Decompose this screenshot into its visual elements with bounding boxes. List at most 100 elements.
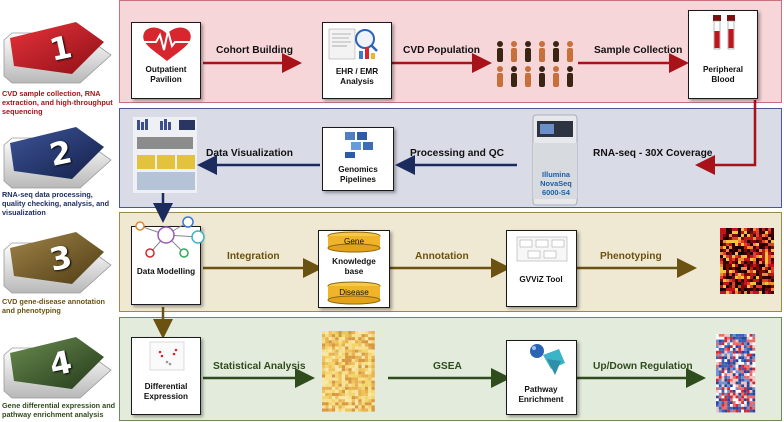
heatmap-cell <box>749 395 753 399</box>
heatmap-cell <box>741 342 744 346</box>
heatmap-cell <box>720 237 723 240</box>
heatmap-cell <box>727 342 730 346</box>
heatmap-cell <box>361 340 365 344</box>
heatmap-cell <box>331 368 336 372</box>
stage-caption-2: RNA-seq data processing, quality checkin… <box>2 190 110 217</box>
heatmap-cell <box>721 334 725 337</box>
heatmap-cell <box>720 243 723 246</box>
heatmap-cell <box>738 228 741 231</box>
heatmap-cell <box>335 365 339 369</box>
heatmap-cell <box>732 234 735 237</box>
heatmap-cell <box>322 402 326 406</box>
heatmap-cell <box>768 258 771 261</box>
heatmap-cell <box>749 387 753 390</box>
heatmap-cell <box>721 384 725 388</box>
heatmap-cell <box>338 358 342 362</box>
heatmap-cell <box>741 228 744 231</box>
heatmap-cell <box>749 404 753 407</box>
heatmap-cell <box>752 336 756 340</box>
heatmap-cell <box>716 364 719 368</box>
heatmap-cell <box>328 393 332 397</box>
heatmap-cell <box>338 371 342 375</box>
heatmap-cell <box>720 255 723 258</box>
outpatient-pavilion-box: Outpatient Pavilion <box>131 22 201 99</box>
heatmap-cell <box>720 288 723 291</box>
heatmap-cell <box>741 404 744 407</box>
heatmap-cell <box>727 339 730 343</box>
heatmap-cell <box>368 383 372 387</box>
heatmap-cell <box>727 364 730 368</box>
heatmap-cell <box>345 352 349 356</box>
heatmap-cell <box>741 359 744 362</box>
heatmap-cell <box>729 240 732 243</box>
heatmap-cell <box>361 355 365 359</box>
heatmap-cell <box>744 234 747 237</box>
heatmap-cell <box>325 365 329 369</box>
heatmap-cell <box>331 352 336 356</box>
heatmap-cell <box>730 406 733 410</box>
heatmap-cell <box>762 261 765 264</box>
heatmap-cell <box>747 243 750 246</box>
heatmap-cell <box>345 389 349 393</box>
heatmap-cell <box>371 346 375 350</box>
heatmap-cell <box>727 401 730 404</box>
heatmap-cell <box>738 348 742 351</box>
heatmap-cell <box>724 370 728 374</box>
heatmap-cell <box>735 353 739 357</box>
heatmap-cell <box>328 331 332 335</box>
heatmap-cell <box>738 387 742 390</box>
heatmap-cell <box>738 373 742 376</box>
heatmap-cell <box>746 398 750 402</box>
heatmap-cell <box>335 396 339 400</box>
heatmap-cell <box>331 374 336 378</box>
heatmap-cell <box>750 273 753 276</box>
heatmap-cell <box>744 373 747 376</box>
heatmap-cell <box>724 401 728 404</box>
heatmap-cell <box>744 364 747 368</box>
heatmap-cell <box>744 395 747 399</box>
heatmap-cell <box>726 273 729 276</box>
heatmap-cell <box>741 261 744 264</box>
heatmap-cell <box>753 249 756 252</box>
heatmap-cell <box>732 252 735 255</box>
heatmap-cell <box>741 381 744 385</box>
heatmap-cell <box>762 234 765 237</box>
heatmap-cell <box>750 249 753 252</box>
heatmap-cell <box>744 270 747 273</box>
heatmap-cell <box>732 237 735 240</box>
heatmap-cell <box>738 276 741 279</box>
heatmap-cell <box>732 348 736 351</box>
heatmap-cell <box>371 358 375 362</box>
heatmap-cell <box>718 390 722 393</box>
heatmap-cell <box>720 252 723 255</box>
heatmap-cell <box>338 402 342 406</box>
heatmap-cell <box>338 346 342 350</box>
heatmap-cell <box>744 384 747 388</box>
heatmap-cell <box>351 362 355 366</box>
heatmap-cell <box>738 353 742 357</box>
heatmap-cell <box>364 337 369 341</box>
heatmap-cell <box>732 350 736 354</box>
heatmap-cell <box>724 378 728 382</box>
heatmap-cell <box>721 339 725 343</box>
heatmap-cell <box>726 261 729 264</box>
heatmap-cell <box>746 409 750 413</box>
heatmap-cell <box>716 359 719 362</box>
heatmap-cell <box>351 374 355 378</box>
heatmap-cell <box>749 409 753 413</box>
heatmap-cell <box>355 340 359 344</box>
heatmap-cell <box>720 279 723 282</box>
heatmap-cell <box>322 405 326 409</box>
heatmap-cell <box>746 376 750 379</box>
heatmap-cell <box>345 346 349 350</box>
heatmap-cell <box>762 240 765 243</box>
heatmap-cell <box>348 377 352 381</box>
heatmap-cell <box>724 390 728 393</box>
heatmap-cell <box>735 395 739 399</box>
heatmap-cell <box>768 264 771 267</box>
heatmap-cell <box>724 364 728 368</box>
heatmap-cell <box>756 261 759 264</box>
heatmap-cell <box>756 285 759 288</box>
